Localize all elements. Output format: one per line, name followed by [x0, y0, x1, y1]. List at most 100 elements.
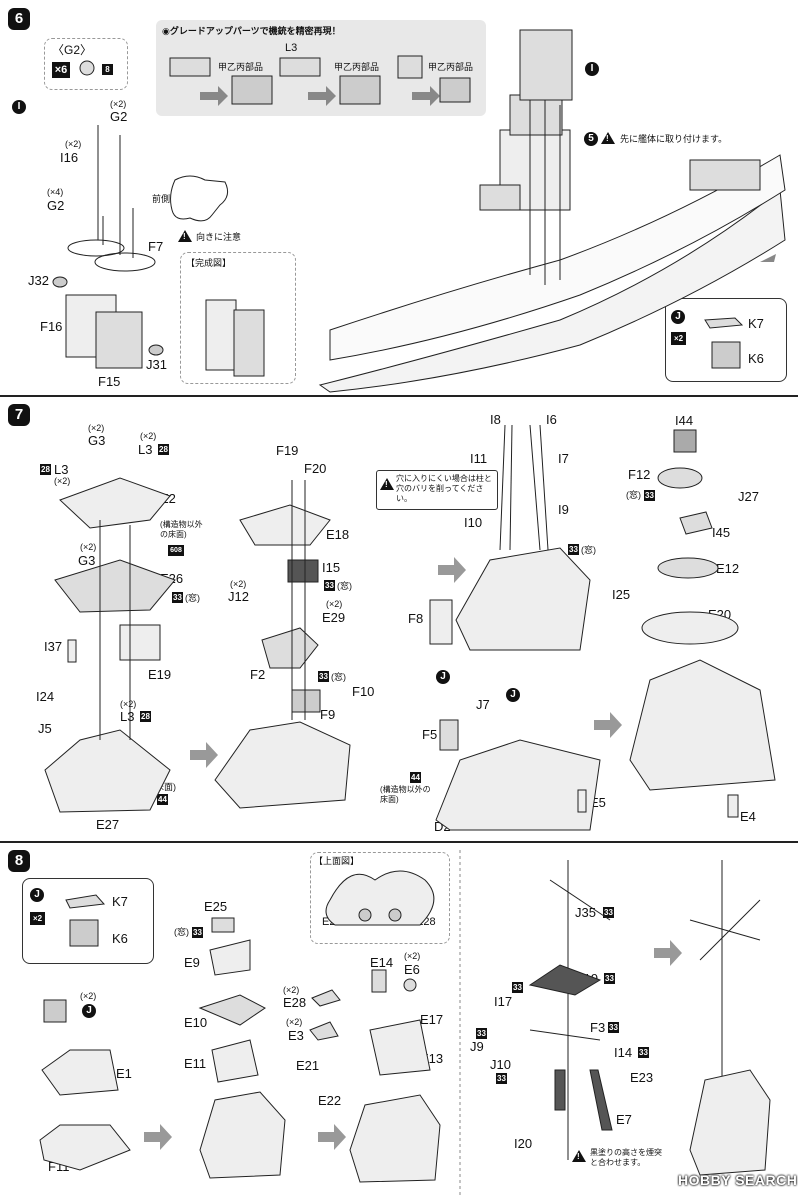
f8-label: F8	[408, 611, 424, 626]
f19-label: F19	[276, 443, 299, 458]
e6-qty: (×2)	[404, 951, 421, 961]
l3-bot-qty: (×2)	[120, 699, 137, 709]
e28-right-label: E28	[416, 916, 436, 928]
e14-label: E14	[370, 955, 394, 970]
l3-top-badge: 28	[158, 444, 169, 455]
j-box-qty: ×2	[671, 332, 686, 345]
e25-badge: 33	[192, 927, 203, 938]
upgrade-note-1: 甲乙丙部品	[218, 62, 264, 72]
j-mark2-step8: J	[82, 1004, 96, 1018]
f12-note: (窓)	[626, 490, 641, 500]
f12-label: F12	[628, 467, 651, 482]
j27-label: J27	[738, 489, 759, 504]
i44-label: I44	[675, 413, 694, 428]
direction-note: 向きに注意	[196, 232, 242, 242]
f10-badge: 33	[318, 671, 329, 682]
i10-label: I10	[464, 515, 483, 530]
floor-badge: 44	[157, 794, 168, 805]
k6-label: K6	[748, 351, 764, 366]
f20-label: F20	[304, 461, 327, 476]
i8-label: I8	[490, 412, 501, 427]
j-box-mark: J	[671, 310, 685, 324]
j9-badge: 33	[476, 1028, 487, 1039]
i37-label: I37	[44, 639, 63, 654]
upgrade-l3-label: L3	[285, 42, 298, 54]
hole-note-box	[376, 470, 498, 510]
l3-top-label: L3	[138, 442, 153, 457]
e3-qty: (×2)	[286, 1017, 303, 1027]
d2-note: (構造物以外の床面)	[380, 785, 431, 804]
e10-label: E10	[184, 1015, 208, 1030]
top-view-box	[310, 852, 450, 944]
i25-label: I25	[612, 587, 631, 602]
mast-window-badge: 33	[568, 544, 579, 555]
g2-paint-badge: 8	[102, 64, 113, 75]
upgrade-note-3: 甲乙丙部品	[428, 62, 474, 72]
j5-label: J5	[38, 721, 52, 736]
e3-label: E3	[288, 1028, 304, 1043]
f5-label: F5	[422, 727, 438, 742]
l3-bot-badge: 28	[140, 711, 151, 722]
f10-label: F10	[352, 684, 375, 699]
i45-label: I45	[712, 525, 731, 540]
complete-view-label: 【完成図】	[186, 258, 232, 268]
i19-badge: 33	[604, 973, 615, 984]
attach-note: 先に艦体に取り付けます。	[620, 134, 728, 144]
j-mark-step8: J	[30, 888, 44, 902]
i15-label: I15	[322, 560, 341, 575]
e28-qty: (×2)	[283, 985, 300, 995]
g3-mid-label: G3	[78, 553, 96, 568]
k6-label-step8: K6	[112, 931, 128, 946]
g2-top-label: G2	[110, 109, 128, 124]
step-7-number: 7	[8, 404, 30, 426]
g3-top-label: G3	[88, 433, 106, 448]
j10-label: J10	[490, 1057, 511, 1072]
j7-label: J7	[476, 697, 490, 712]
g2-top-qty: (×2)	[110, 99, 127, 109]
i11-label: I11	[470, 451, 488, 466]
i15-badge: 33	[324, 580, 335, 591]
e25-note: (窓)	[174, 927, 189, 937]
hole-note: 穴に入りにくい場合は柱と穴のバリを削ってください。	[396, 474, 492, 503]
upgrade-title: ◉グレードアップパーツで機銃を精密再現！	[162, 26, 341, 36]
j-mark-right: J	[506, 688, 520, 702]
g2-left-qty: (×4)	[47, 187, 64, 197]
deck-note: (構造物以外の床面)	[160, 520, 203, 539]
e27-label: E27	[96, 817, 120, 832]
e9-label: E9	[184, 955, 200, 970]
e11-label: E11	[184, 1056, 207, 1071]
i20-label: I20	[514, 1136, 533, 1151]
j35-badge: 33	[603, 907, 614, 918]
e25-label: E25	[204, 899, 228, 914]
i9-label: I9	[558, 502, 569, 517]
i15-note: (窓)	[337, 581, 352, 591]
complete-view-box	[180, 252, 296, 384]
l3-top-qty: (×2)	[140, 431, 157, 441]
hole-warning-icon	[380, 478, 394, 490]
e4-label: E4	[740, 809, 756, 824]
l3-left-qty: (×2)	[54, 476, 71, 486]
top-view-label: 【上面図】	[314, 856, 360, 866]
f12-badge: 33	[644, 490, 655, 501]
e12-label: E12	[716, 561, 740, 576]
upgrade-note-2: 甲乙丙部品	[334, 62, 380, 72]
d2-badge: 44	[410, 772, 421, 783]
g2-qty-badge: ×6	[52, 62, 70, 78]
j-qty-step8: ×2	[30, 912, 45, 925]
f10-note: (窓)	[331, 672, 346, 682]
g2-part-box	[44, 38, 128, 90]
e19-label: E19	[148, 667, 172, 682]
e22-label: E22	[318, 1093, 342, 1108]
e18-label: E18	[326, 527, 350, 542]
g2-left-label: G2	[47, 198, 65, 213]
f2-label: F2	[250, 667, 266, 682]
i6-label: I6	[546, 412, 557, 427]
height-note: 黒塗りの高さを煙突と合わせます。	[590, 1148, 662, 1167]
j10-badge: 33	[496, 1073, 507, 1084]
j-mark-left: J	[436, 670, 450, 684]
e23-label: E23	[630, 1070, 654, 1085]
j12-qty: (×2)	[230, 579, 247, 589]
j-qty2-step8: (×2)	[80, 991, 97, 1001]
